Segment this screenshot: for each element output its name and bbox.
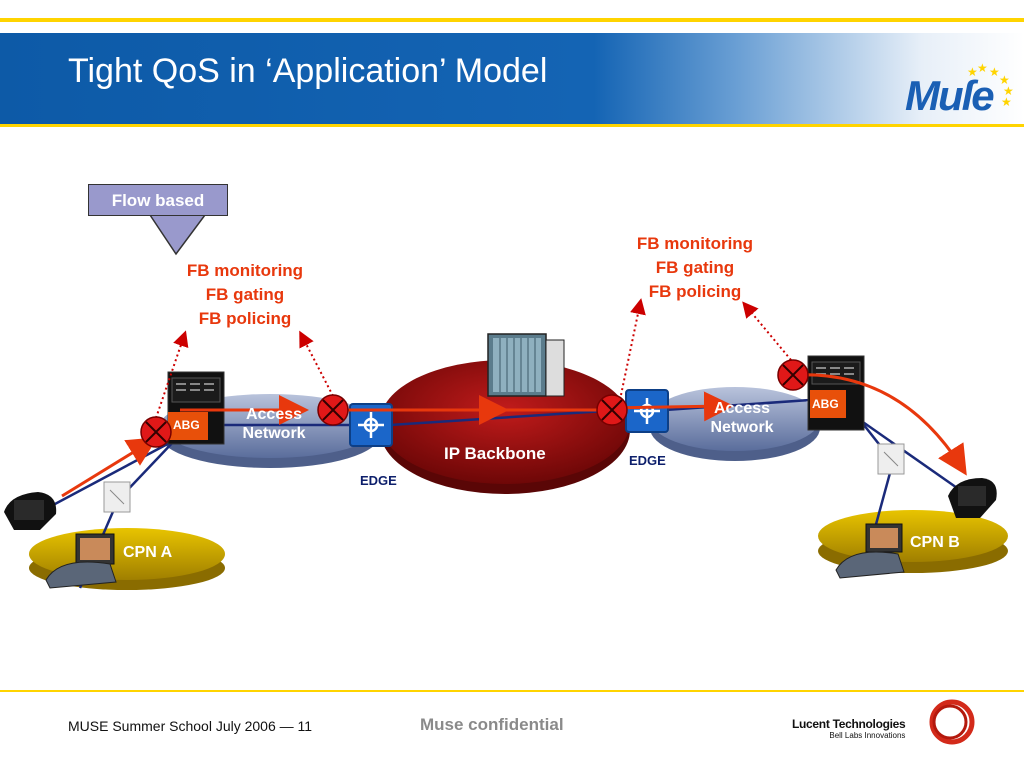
cpn-a-label: CPN A xyxy=(123,544,173,561)
phone-icon-left xyxy=(4,492,57,530)
access-left-line2: Network xyxy=(242,425,306,442)
fb-monitoring-right: FB monitoring xyxy=(636,234,754,253)
videophone-icon-right xyxy=(835,523,905,579)
flow-based-callout: Flow based xyxy=(88,184,228,216)
fb-monitoring-left: FB monitoring xyxy=(186,261,304,280)
abg-left-label: ABG xyxy=(173,418,200,432)
svg-text:★: ★ xyxy=(989,65,1000,79)
abg-right-router xyxy=(807,355,865,431)
gateway-icon-right xyxy=(877,443,905,475)
top-accent-line xyxy=(0,18,1024,22)
footer-left-text: MUSE Summer School July 2006 — 11 xyxy=(68,718,313,734)
lucent-name: Lucent Technologies xyxy=(792,717,906,731)
banner-accent-line xyxy=(0,124,1024,127)
access-right-line1: Access xyxy=(713,400,771,417)
edge-right-label: EDGE xyxy=(629,453,666,468)
svg-text:★: ★ xyxy=(977,61,988,75)
abg-left-router xyxy=(167,371,225,445)
lucent-logo-icon xyxy=(929,699,975,745)
fb-policing-right: FB policing xyxy=(648,282,742,301)
access-left-line1: Access xyxy=(245,406,303,423)
title-banner xyxy=(0,33,1024,126)
svg-text:★: ★ xyxy=(1003,84,1014,98)
fb-connectors xyxy=(155,298,792,419)
lucent-sub: Bell Labs Innovations xyxy=(829,731,906,740)
svg-text:★: ★ xyxy=(1001,95,1012,109)
muse-logo-text: Muſe xyxy=(905,72,995,119)
access-network-left-label: Access Network xyxy=(224,405,324,443)
fb-gating-left: FB gating xyxy=(205,285,285,304)
abg-right-label: ABG xyxy=(812,397,839,411)
lucent-logo-text: Lucent Technologies Bell Labs Innovation… xyxy=(792,717,906,740)
edge-left-router-icon xyxy=(349,403,393,447)
gating-x-icon-3 xyxy=(596,394,628,426)
slide-title: Tight QoS in ‘Application’ Model xyxy=(68,52,548,90)
access-right-line2: Network xyxy=(710,419,774,436)
svg-text:★: ★ xyxy=(999,73,1010,87)
edge-left-label: EDGE xyxy=(360,473,397,488)
svg-text:★: ★ xyxy=(967,65,978,79)
server-icon xyxy=(487,333,565,397)
gating-x-icon-4 xyxy=(777,359,809,391)
footer-confidential: Muse confidential xyxy=(420,715,564,734)
fb-label-left: FB monitoring FB gating FB policing xyxy=(162,259,328,331)
gateway-icon-left xyxy=(103,481,131,513)
videophone-icon-left xyxy=(45,533,117,589)
fb-label-right: FB monitoring FB gating FB policing xyxy=(612,232,778,304)
phone-icon-right xyxy=(948,478,997,518)
cpn-b-label: CPN B xyxy=(910,534,960,551)
access-network-right-label: Access Network xyxy=(692,399,792,437)
ip-backbone-label: IP Backbone xyxy=(444,444,546,463)
fb-gating-right: FB gating xyxy=(655,258,735,277)
callout-tail xyxy=(148,214,207,256)
muse-stars-icon: ★ ★ ★ ★ ★ ★ xyxy=(967,61,1014,109)
muse-logo: ★ ★ ★ ★ ★ ★ Muſe xyxy=(905,60,1020,122)
footer-accent-line xyxy=(0,690,1024,692)
fb-policing-left: FB policing xyxy=(198,309,292,328)
edge-right-router-icon xyxy=(625,389,669,433)
gating-x-icon-2 xyxy=(317,394,349,426)
gating-x-icon-1 xyxy=(140,416,172,448)
